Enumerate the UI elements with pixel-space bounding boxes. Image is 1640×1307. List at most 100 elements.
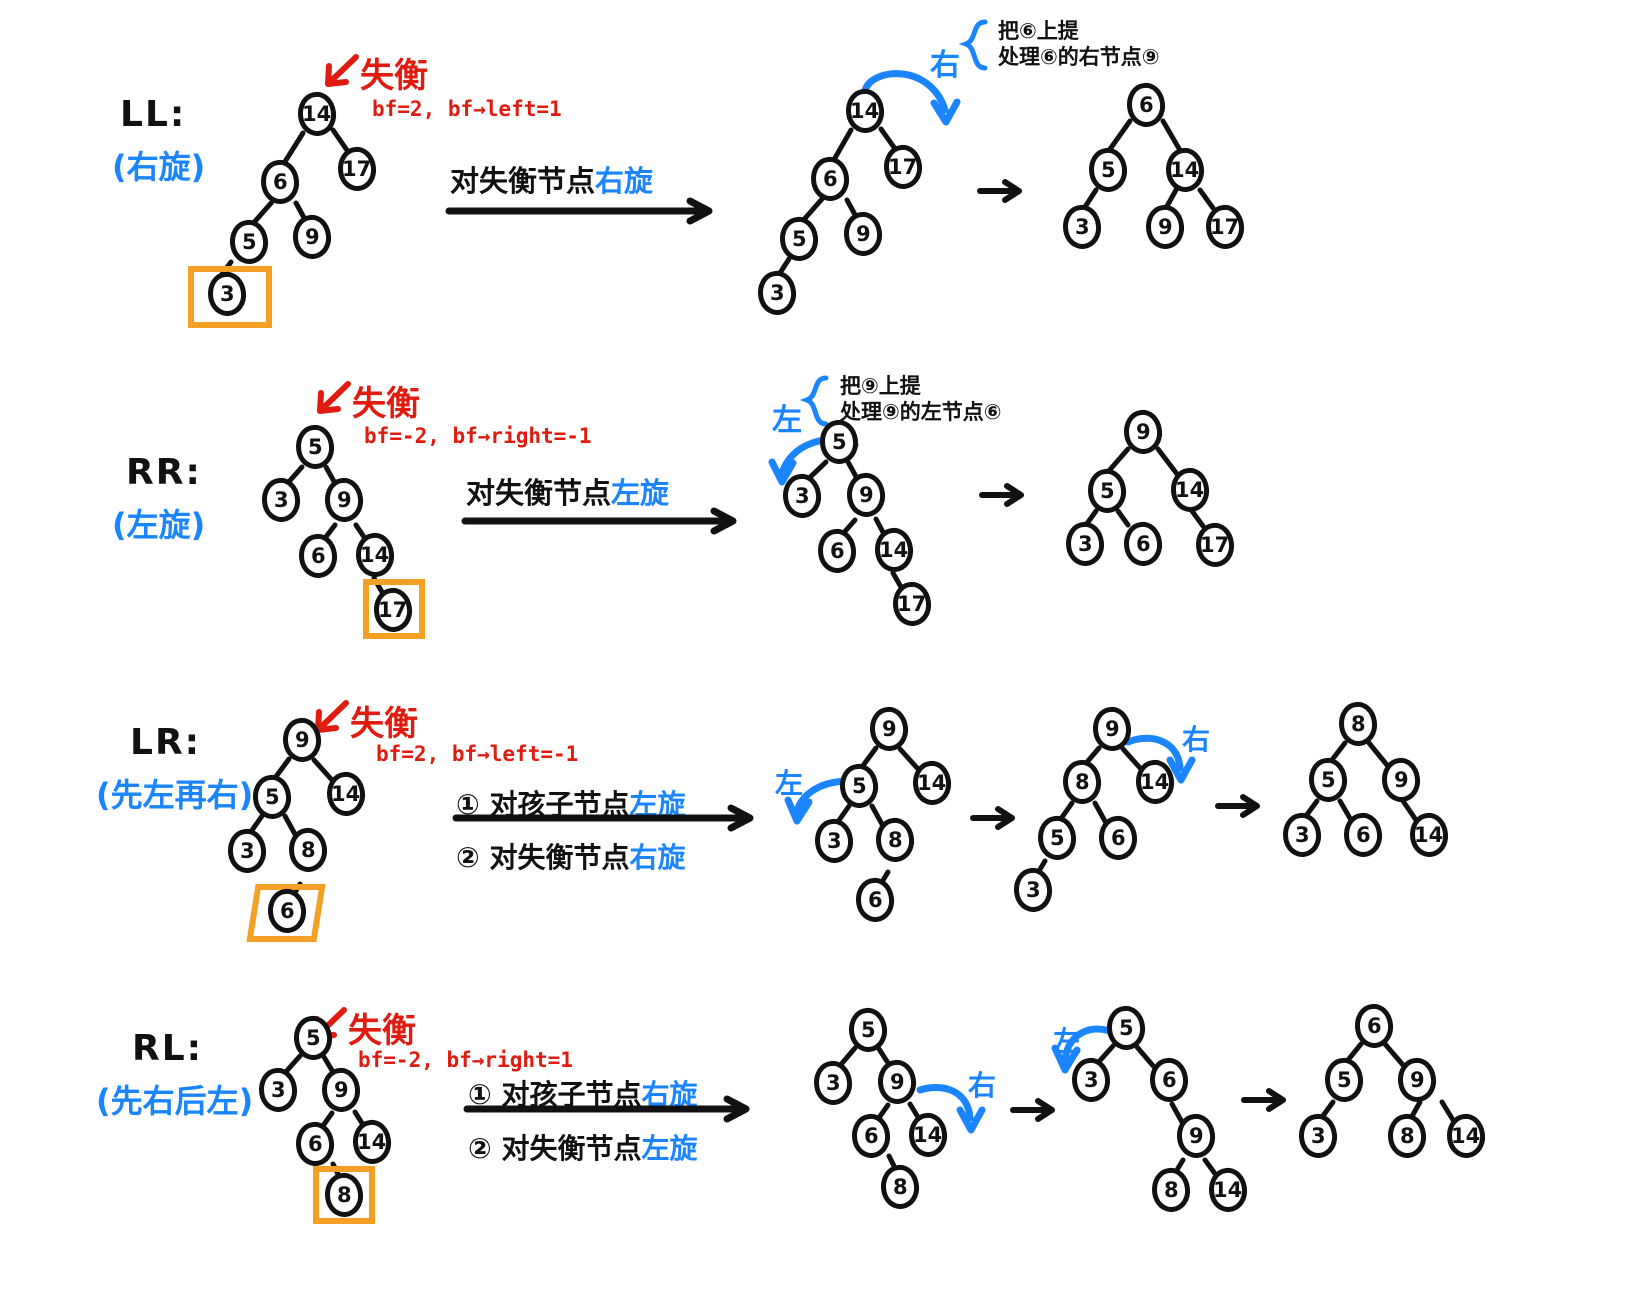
operation-rl-s2-part1: ② 对失衡节点 [468, 1132, 642, 1165]
node-ll-mid-14: 14 [843, 86, 887, 136]
node-ll-mid-3: 3 [755, 268, 799, 318]
operation-text-rl-step1: ① 对孩子节点右旋 [468, 1073, 697, 1113]
node-lr-after-6: 6 [1341, 810, 1385, 860]
case-label-lr: LR: [130, 722, 202, 763]
node-rr-before-14: 14 [353, 530, 397, 580]
node-lr-before-9: 9 [280, 715, 324, 765]
node-rr-mid-6: 6 [815, 526, 859, 576]
note-rr: 把⑨上提 处理⑨的左节点⑥ [840, 373, 1002, 426]
operation-text-ll: 对失衡节点右旋 [450, 158, 653, 200]
case-label-ll: LL: [120, 94, 187, 135]
rotation-dir-lr-step2: 右 [1182, 723, 1211, 756]
node-lr-mid1-14: 14 [910, 758, 954, 808]
node-lr-before-8: 8 [286, 825, 330, 875]
node-rr-before-9: 9 [322, 475, 366, 525]
node-lr-mid2-9: 9 [1090, 704, 1134, 754]
node-rl-before-5: 5 [291, 1013, 335, 1063]
node-lr-before-14: 14 [324, 769, 368, 819]
node-ll-after-17: 17 [1203, 202, 1247, 252]
node-rl-mid1-3: 3 [811, 1058, 855, 1108]
node-rr-after-6: 6 [1121, 519, 1165, 569]
operation-text-rl-step2: ② 对失衡节点左旋 [468, 1127, 697, 1167]
operation-rr-part2: 左旋 [611, 476, 670, 510]
bf-formula-rl: bf=-2, bf→right=1 [358, 1048, 573, 1072]
node-rl-mid2-3: 3 [1069, 1055, 1113, 1105]
node-rl-mid1-8: 8 [878, 1162, 922, 1212]
node-rr-mid-17: 17 [890, 579, 934, 629]
operation-text-lr-step2: ② 对失衡节点右旋 [456, 836, 685, 876]
node-ll-after-9: 9 [1143, 202, 1187, 252]
note-rr-line2: 处理⑨的左节点⑥ [840, 400, 1002, 425]
node-rr-mid-14: 14 [872, 525, 916, 575]
operation-lr-s1-part1: ① 对孩子节点 [456, 788, 630, 821]
node-ll-mid-6: 6 [808, 154, 852, 204]
node-lr-mid2-6: 6 [1096, 813, 1140, 863]
highlight-box-rr [363, 579, 425, 639]
rotation-dir-rl-step2: 左 [1053, 1025, 1082, 1058]
operation-rl-s2-part2: 左旋 [641, 1132, 698, 1165]
node-ll-before-6: 6 [258, 157, 302, 207]
case-label-rl: RL: [132, 1028, 204, 1069]
note-rr-line1: 把⑨上提 [840, 374, 921, 398]
operation-lr-s2-part2: 右旋 [629, 841, 686, 874]
node-lr-after-9: 9 [1379, 755, 1423, 805]
bf-formula-rr: bf=-2, bf→right=-1 [364, 424, 592, 448]
node-lr-before-3: 3 [225, 826, 269, 876]
operation-text-rr: 对失衡节点左旋 [466, 470, 669, 512]
note-ll-line2: 处理⑥的右节点⑨ [998, 45, 1160, 70]
node-rl-before-9: 9 [319, 1065, 363, 1115]
rotation-dir-rr: 左 [772, 403, 802, 438]
highlight-box-rl [313, 1166, 375, 1224]
node-rl-mid2-6: 6 [1147, 1055, 1191, 1105]
case-sublabel-lr: (先左再右) [96, 776, 254, 814]
rotation-dir-ll: 右 [930, 48, 960, 83]
node-rl-before-6: 6 [293, 1119, 337, 1169]
node-rl-mid2-14: 14 [1206, 1165, 1250, 1215]
note-ll: 把⑥上提 处理⑥的右节点⑨ [998, 18, 1160, 71]
node-rl-before-3: 3 [256, 1065, 300, 1115]
node-rl-after-8: 8 [1385, 1111, 1429, 1161]
operation-ll-part1: 对失衡节点 [450, 164, 596, 198]
node-rr-after-14: 14 [1168, 465, 1212, 515]
node-ll-after-14: 14 [1163, 145, 1207, 195]
node-rl-mid1-5: 5 [846, 1005, 890, 1055]
unbalanced-label-ll: 失衡 [360, 56, 428, 96]
case-sublabel-rl: (先右后左) [96, 1082, 254, 1120]
node-rl-mid2-5: 5 [1104, 1003, 1148, 1053]
case-sublabel-ll: (右旋) [112, 148, 206, 186]
node-rl-mid2-8: 8 [1149, 1165, 1193, 1215]
rotation-dir-rl-step1: 右 [968, 1069, 997, 1102]
bf-formula-ll: bf=2, bf→left=1 [372, 97, 562, 121]
node-rl-mid1-6: 6 [849, 1111, 893, 1161]
node-rl-after-14: 14 [1444, 1111, 1488, 1161]
node-lr-after-5: 5 [1306, 755, 1350, 805]
rotation-dir-lr-step1: 左 [775, 767, 804, 800]
unbalanced-label-rr: 失衡 [352, 384, 420, 424]
operation-rr-part1: 对失衡节点 [466, 476, 612, 510]
node-rl-after-9: 9 [1395, 1055, 1439, 1105]
node-ll-after-5: 5 [1086, 145, 1130, 195]
node-rr-mid-9: 9 [844, 470, 888, 520]
node-lr-after-14: 14 [1407, 810, 1451, 860]
node-rr-mid-3: 3 [780, 471, 824, 521]
node-lr-mid2-14: 14 [1133, 757, 1177, 807]
node-ll-before-5: 5 [227, 217, 271, 267]
operation-rl-s1-part2: 右旋 [641, 1078, 698, 1111]
node-ll-before-17: 17 [335, 144, 379, 194]
operation-rl-s1-part1: ① 对孩子节点 [468, 1078, 642, 1111]
node-lr-mid2-3: 3 [1011, 865, 1055, 915]
node-lr-before-5: 5 [250, 772, 294, 822]
node-lr-mid2-8: 8 [1060, 757, 1104, 807]
node-rr-after-5: 5 [1085, 466, 1129, 516]
case-label-rr: RR: [126, 452, 202, 493]
node-ll-before-14: 14 [295, 89, 339, 139]
node-rr-after-17: 17 [1193, 520, 1237, 570]
bf-formula-lr: bf=2, bf→left=-1 [376, 742, 579, 766]
node-rl-after-5: 5 [1322, 1055, 1366, 1105]
case-sublabel-rr: (左旋) [112, 506, 206, 544]
node-lr-mid1-9: 9 [867, 704, 911, 754]
node-rl-mid2-9: 9 [1174, 1111, 1218, 1161]
node-lr-after-3: 3 [1280, 810, 1324, 860]
node-ll-mid-9: 9 [841, 209, 885, 259]
